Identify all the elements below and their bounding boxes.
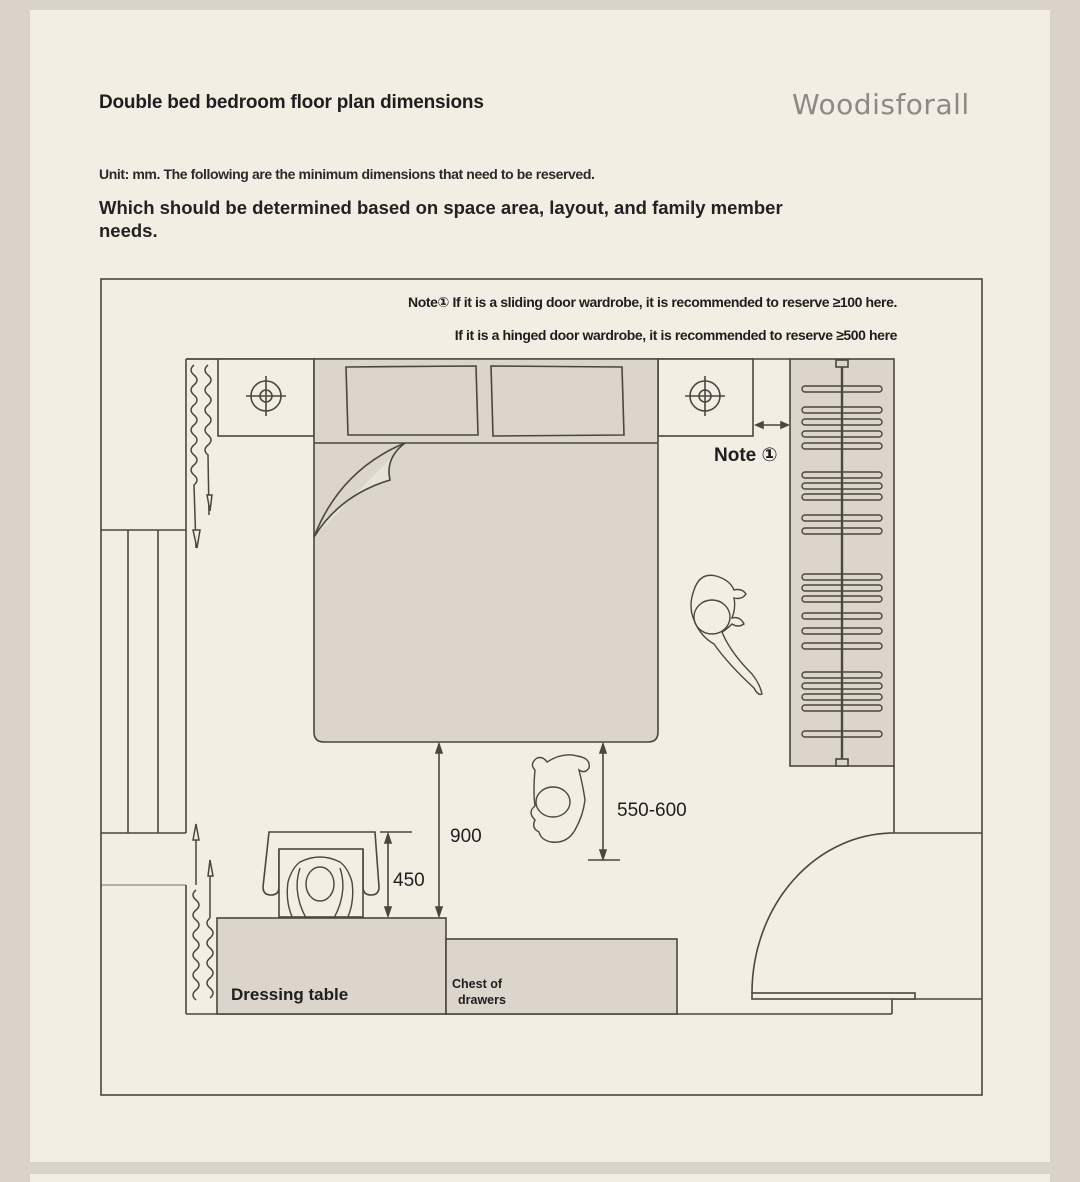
pillow-right (490, 365, 625, 437)
subtitle: Which should be determined based on spac… (99, 197, 783, 241)
chair (262, 831, 380, 918)
double-bed (313, 358, 659, 743)
dimension-450 (380, 831, 412, 919)
person-reaching-icon (690, 574, 763, 696)
curtain-bottom-left (192, 823, 214, 1001)
door-swing-icon (751, 832, 916, 1000)
unit-note: Unit: mm. The following are the minimum … (99, 166, 595, 182)
brand-logo: Woodisforall (792, 88, 970, 121)
chest-label-line1: Chest of (452, 977, 503, 991)
dimension-450-label: 450 (393, 870, 425, 891)
pillow-left (345, 365, 479, 436)
chest-label-line2: drawers (458, 993, 506, 1007)
dimension-900 (434, 741, 444, 919)
nightstand-left (217, 358, 315, 437)
bottom-strip (30, 1174, 1050, 1182)
page-title: Double bed bedroom floor plan dimensions (99, 92, 484, 113)
dressing-table (216, 917, 447, 1015)
wardrobe (789, 358, 895, 767)
blanket-fold (313, 442, 406, 538)
chest-of-drawers (445, 938, 678, 1015)
note1-marker: Note ① (714, 445, 778, 466)
note1-sliding-text: Note① If it is a sliding door wardrobe, … (408, 294, 897, 310)
dimension-550-600 (588, 741, 620, 862)
person-standing-icon (530, 754, 590, 843)
dimension-900-label: 900 (450, 826, 482, 847)
dimension-550-600-label: 550-600 (617, 800, 687, 821)
note1-gap-arrow (753, 420, 791, 430)
nightstand-right (657, 358, 754, 437)
curtain-top-left (186, 358, 218, 549)
outer-frame (100, 278, 983, 1096)
note1-hinged-text: If it is a hinged door wardrobe, it is r… (455, 327, 898, 343)
dressing-table-label: Dressing table (231, 985, 348, 1004)
hangers (801, 385, 883, 738)
